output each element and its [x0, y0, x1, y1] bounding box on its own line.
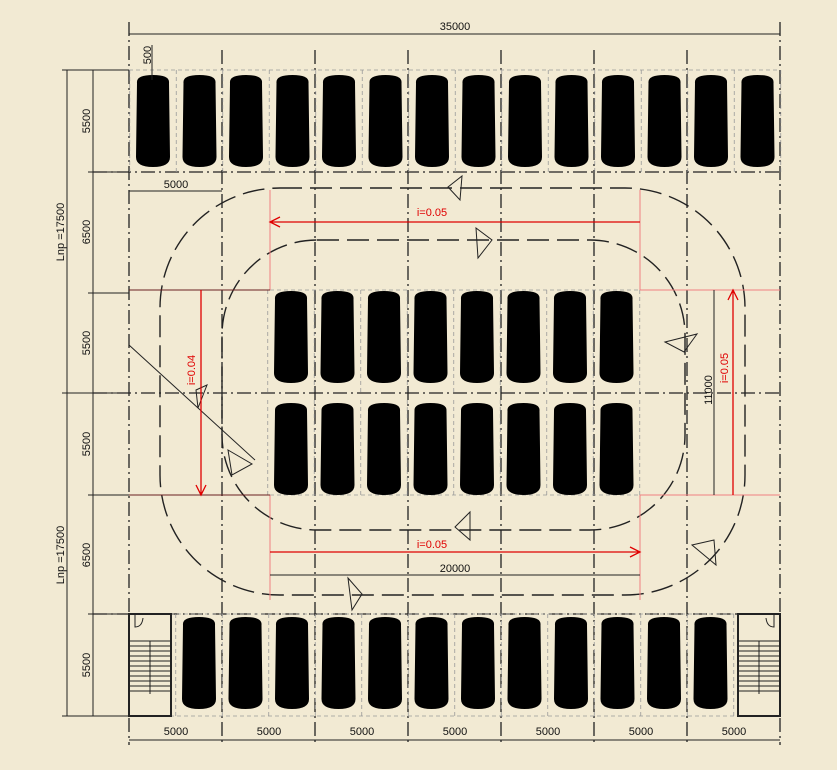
- stairwell-left: [128, 613, 172, 717]
- car: [552, 403, 588, 495]
- car: [366, 291, 402, 383]
- car: [227, 617, 264, 709]
- car: [367, 617, 403, 709]
- dim-row: 6500: [81, 543, 93, 567]
- direction-arrow-icon: [690, 539, 717, 567]
- direction-arrow-icon: [227, 449, 254, 476]
- dim-row: 5500: [81, 653, 93, 677]
- slope-arrow-top: [268, 216, 640, 228]
- car: [552, 291, 588, 383]
- car: [320, 617, 357, 709]
- car: [693, 75, 729, 167]
- slope-label-bottom: i=0.05: [417, 539, 447, 551]
- car: [413, 617, 450, 709]
- car: [598, 403, 635, 495]
- dim-ramp-height: 11000: [703, 375, 715, 405]
- dimension-lines: [62, 33, 780, 741]
- slope-arrow-right: [727, 288, 739, 495]
- car: [505, 403, 542, 495]
- dim-offset: 500: [142, 46, 154, 64]
- dim-bottom-bay: 5000: [443, 726, 467, 738]
- ramp-guide-line: [128, 344, 256, 461]
- car: [135, 75, 171, 167]
- car: [460, 75, 497, 167]
- car: [507, 75, 543, 167]
- car: [366, 403, 402, 495]
- car: [319, 291, 356, 383]
- car: [598, 291, 635, 383]
- car: [692, 617, 729, 709]
- car: [646, 617, 682, 709]
- car: [228, 75, 264, 167]
- ramp-inner-path: [221, 239, 686, 531]
- car: [273, 403, 309, 495]
- dim-ramp-length: Lnp =17500: [55, 526, 67, 584]
- dim-bottom-bay: 5000: [722, 726, 746, 738]
- direction-arrow-icon: [663, 333, 699, 353]
- dim-ramp-length: Lnp =17500: [55, 203, 67, 261]
- car: [646, 75, 683, 167]
- direction-arrow-icon: [454, 510, 471, 542]
- car: [599, 617, 636, 709]
- direction-arrow-icon: [347, 576, 363, 612]
- dim-bottom-bay: 5000: [629, 726, 653, 738]
- car: [274, 75, 311, 167]
- ramp-outer-path: [159, 187, 746, 596]
- dim-bottom-bay: 5000: [257, 726, 281, 738]
- slope-arrow-bottom: [270, 546, 642, 558]
- stairwell-right: [737, 613, 781, 717]
- slope-label-left: i=0.04: [186, 355, 198, 385]
- slope-guides: [129, 190, 780, 600]
- slope-arrows: [195, 216, 739, 558]
- car: [367, 75, 404, 167]
- dim-row: 6500: [81, 220, 93, 244]
- car: [459, 291, 495, 383]
- dim-row: 5500: [81, 432, 93, 456]
- car: [553, 617, 589, 709]
- car: [412, 403, 449, 495]
- dim-row: 5500: [81, 109, 93, 133]
- car: [181, 617, 217, 709]
- car: [460, 617, 496, 709]
- car: [414, 75, 450, 167]
- dim-bottom-bay: 5000: [536, 726, 560, 738]
- car: [459, 403, 495, 495]
- stall-lines: [129, 69, 780, 717]
- car: [600, 75, 636, 167]
- car: [505, 291, 542, 383]
- slope-label-top: i=0.05: [417, 207, 447, 219]
- car: [506, 617, 543, 709]
- car: [412, 291, 449, 383]
- car: [739, 75, 776, 167]
- car: [273, 291, 309, 383]
- car: [553, 75, 590, 167]
- dim-bay-top: 5000: [164, 179, 188, 191]
- car: [319, 403, 356, 495]
- dim-bottom-bay: 5000: [350, 726, 374, 738]
- car: [274, 617, 310, 709]
- slope-label-right: i=0.05: [719, 353, 731, 383]
- dim-ramp-span: 20000: [440, 563, 471, 575]
- slope-arrow-left: [195, 290, 207, 497]
- dim-row: 5500: [81, 331, 93, 355]
- dim-overall-width: 35000: [440, 21, 471, 33]
- direction-arrow-icon: [447, 174, 463, 202]
- stall-dividers: [129, 70, 782, 716]
- dim-bottom-bay: 5000: [164, 726, 188, 738]
- car: [181, 75, 218, 167]
- car: [321, 75, 357, 167]
- direction-arrow-icon: [475, 226, 493, 260]
